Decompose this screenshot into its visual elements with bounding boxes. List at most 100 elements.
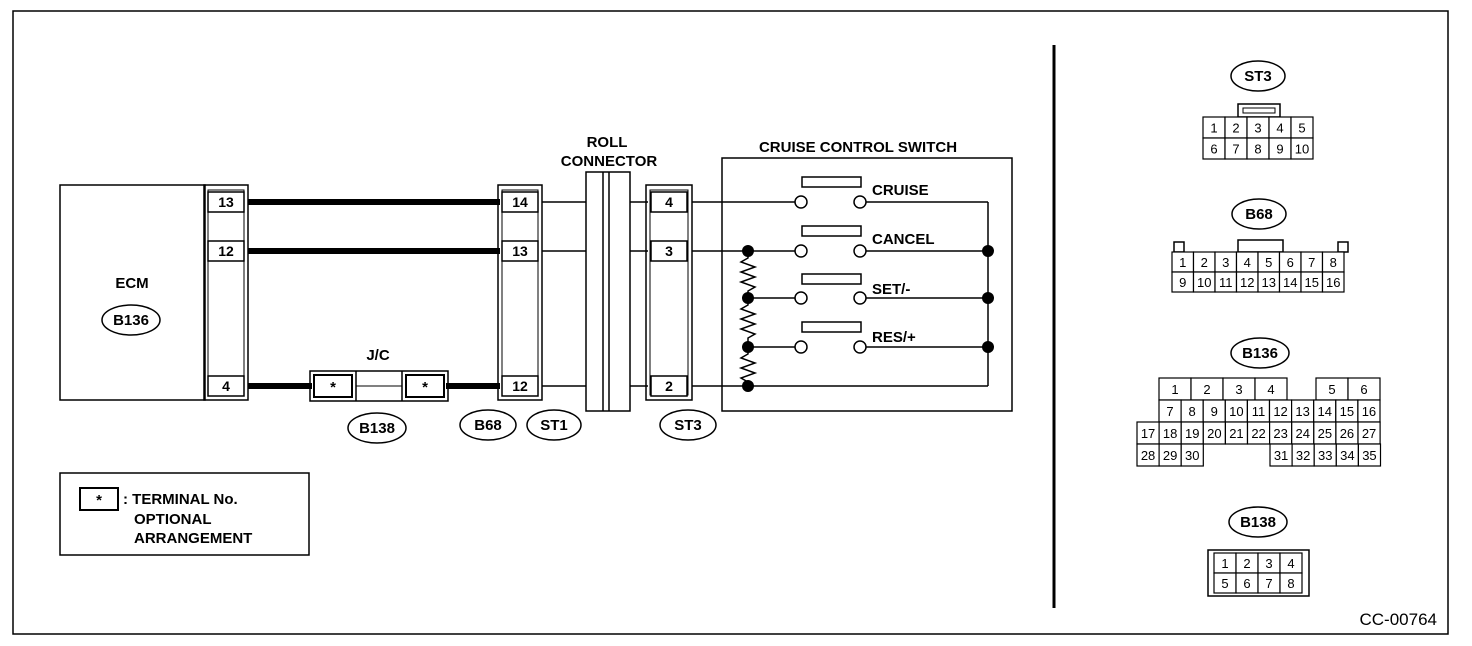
legend-star: * <box>96 492 102 509</box>
pin-number: 18 <box>1163 426 1177 441</box>
pin-number: 7 <box>1265 576 1272 591</box>
st3-pin: 4 <box>665 194 673 210</box>
switch-label: SET/- <box>872 281 910 298</box>
legend-line2: OPTIONAL <box>134 511 212 528</box>
pin-number: 8 <box>1254 142 1261 157</box>
switch-cancel: CANCEL <box>794 225 935 258</box>
ecm-pin: 4 <box>222 378 230 394</box>
b68-pin: 13 <box>512 243 528 259</box>
pin-number: 33 <box>1318 448 1332 463</box>
pin-number: 32 <box>1296 448 1310 463</box>
pin-number: 13 <box>1295 404 1309 419</box>
pin-number: 6 <box>1360 382 1367 397</box>
pin-number: 10 <box>1295 142 1309 157</box>
ecm-title: ECM <box>115 275 148 292</box>
pin-number: 4 <box>1244 255 1251 270</box>
switch-label: CANCEL <box>872 231 935 248</box>
connector-face-label: ST3 <box>1244 68 1272 85</box>
jc-block: J/C * * B138 <box>309 347 449 444</box>
pin-number: 17 <box>1141 426 1155 441</box>
pin-number: 31 <box>1274 448 1288 463</box>
ecm-pin: 12 <box>218 243 234 259</box>
legend-box: * : TERMINAL No. OPTIONAL ARRANGEMENT <box>59 472 310 556</box>
pin-number: 25 <box>1318 426 1332 441</box>
pin-number: 11 <box>1252 404 1266 419</box>
switch-label: RES/+ <box>872 329 916 346</box>
pin-number: 7 <box>1308 255 1315 270</box>
pin-number: 34 <box>1340 448 1354 463</box>
b68-pin: 12 <box>512 378 528 394</box>
pin-number: 6 <box>1287 255 1294 270</box>
pin-number: 5 <box>1265 255 1272 270</box>
roll-title-line1: ROLL <box>587 134 628 151</box>
pin-number: 10 <box>1197 275 1211 290</box>
st3-pin: 2 <box>665 378 673 394</box>
pin-number: 16 <box>1326 275 1340 290</box>
pin-number: 6 <box>1243 576 1250 591</box>
roll-title-line2: CONNECTOR <box>561 153 658 170</box>
pin-number: 30 <box>1185 448 1199 463</box>
switch-label: CRUISE <box>872 182 929 199</box>
thin-wires <box>542 201 648 387</box>
pin-number: 23 <box>1273 426 1287 441</box>
jc-title: J/C <box>366 347 390 364</box>
pin-number: 8 <box>1287 576 1294 591</box>
jc-star-right: * <box>422 379 428 396</box>
pin-number: 8 <box>1330 255 1337 270</box>
thick-wires <box>248 199 500 389</box>
pin-cell <box>1180 443 1204 467</box>
pin-number: 20 <box>1207 426 1221 441</box>
b68-connector-label: B68 <box>474 417 502 434</box>
pin-number: 3 <box>1254 121 1261 136</box>
pin-number: 12 <box>1240 275 1254 290</box>
pin-cell <box>1321 271 1345 293</box>
connector-face-label: B138 <box>1240 514 1276 531</box>
pin-number: 15 <box>1305 275 1319 290</box>
ecm-block: ECM B136 13 12 4 <box>59 184 249 401</box>
pin-number: 4 <box>1267 382 1274 397</box>
pin-number: 28 <box>1141 448 1155 463</box>
pin-number: 24 <box>1296 426 1310 441</box>
legend-line3: ARRANGEMENT <box>134 530 252 547</box>
pin-number: 16 <box>1362 404 1376 419</box>
diagram-code: CC-00764 <box>1360 610 1438 629</box>
roll-connector: ROLL CONNECTOR <box>561 134 658 412</box>
switch-cruise: CRUISE <box>794 176 929 209</box>
pin-number: 2 <box>1243 556 1250 571</box>
ecm-pin: 13 <box>218 194 234 210</box>
pin-number: 1 <box>1171 382 1178 397</box>
b68-st1-block: 14 13 12 B68 ST1 <box>459 184 582 441</box>
pin-number: 8 <box>1189 404 1196 419</box>
pin-cell <box>1290 137 1314 160</box>
pin-number: 29 <box>1163 448 1177 463</box>
pin-number: 3 <box>1265 556 1272 571</box>
st3-connector-label: ST3 <box>674 417 702 434</box>
pin-number: 2 <box>1203 382 1210 397</box>
pin-number: 5 <box>1298 121 1305 136</box>
jc-star-left: * <box>330 379 336 396</box>
pin-cell <box>1357 443 1382 467</box>
pin-number: 7 <box>1166 404 1173 419</box>
switch-set: SET/- <box>794 273 910 305</box>
outer-frame <box>12 10 1449 635</box>
pin-number: 27 <box>1362 426 1376 441</box>
st3-block: 4 3 2 ST3 <box>645 184 717 441</box>
pin-number: 4 <box>1276 121 1283 136</box>
connector-face-label: B68 <box>1245 206 1273 223</box>
pin-number: 26 <box>1340 426 1354 441</box>
pin-number: 35 <box>1362 448 1376 463</box>
pin-number: 2 <box>1201 255 1208 270</box>
pin-number: 1 <box>1210 121 1217 136</box>
pin-number: 15 <box>1340 404 1354 419</box>
pin-number: 9 <box>1211 404 1218 419</box>
pin-number: 14 <box>1283 275 1297 290</box>
pin-number: 2 <box>1232 121 1239 136</box>
ecm-connector-label: B136 <box>113 312 149 329</box>
pin-number: 6 <box>1210 142 1217 157</box>
pin-cell <box>1279 572 1303 594</box>
pin-number: 14 <box>1318 404 1332 419</box>
